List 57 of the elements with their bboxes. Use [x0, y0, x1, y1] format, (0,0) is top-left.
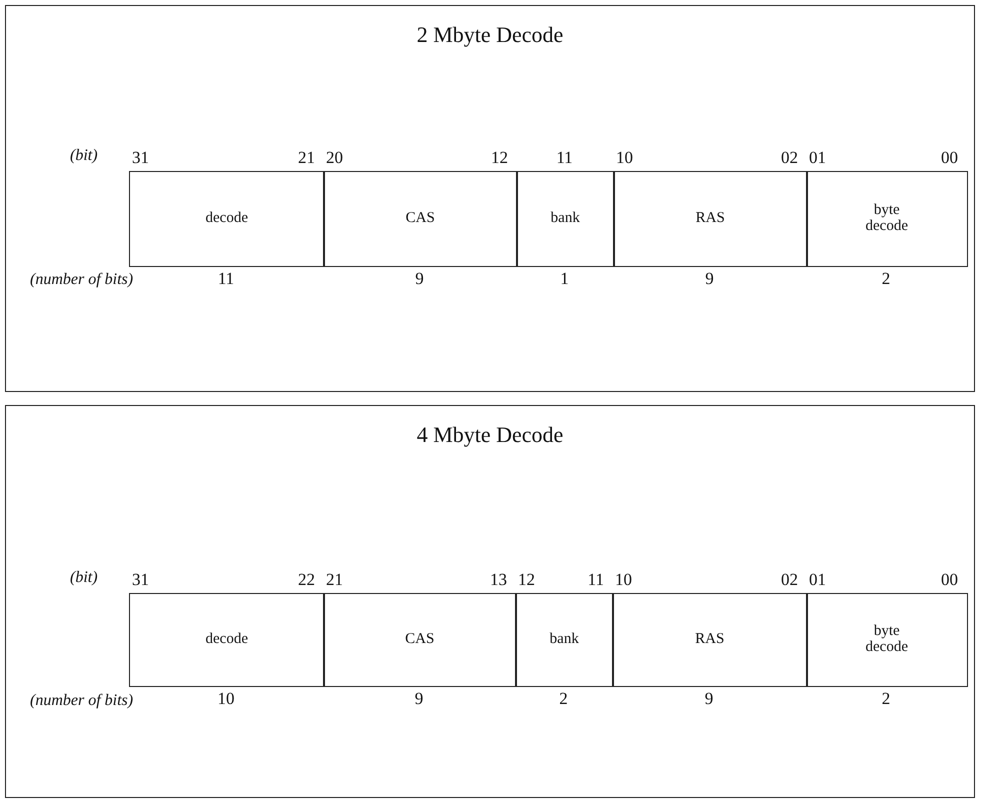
field-name: CAS	[405, 632, 434, 648]
bit-number: 31	[132, 148, 149, 168]
bit-count: 9	[705, 269, 714, 289]
bit-field-box	[515, 593, 614, 687]
bit-count: 2	[882, 269, 890, 289]
bit-number: 01	[809, 570, 826, 590]
bit-count: 10	[218, 689, 234, 709]
diagram-panel	[5, 405, 975, 798]
bit-number: 13	[490, 570, 507, 590]
bit-count: 9	[415, 269, 424, 289]
row-caption: (bit)	[70, 147, 98, 165]
panel-title: 2 Mbyte Decode	[416, 22, 564, 48]
field-name: byte decode	[864, 624, 909, 656]
row-caption: (number of bits)	[30, 271, 134, 289]
bit-field-box	[613, 171, 808, 267]
panel-title: 4 Mbyte Decode	[416, 422, 564, 448]
bit-count: 9	[704, 689, 714, 709]
bit-number: 11	[588, 570, 604, 590]
bit-number: 02	[781, 570, 798, 590]
bit-count: 1	[560, 269, 569, 289]
field-name: bank	[550, 632, 579, 648]
bit-count: 9	[414, 689, 424, 709]
field-name: RAS	[696, 211, 725, 227]
field-name: byte decode	[864, 203, 909, 235]
bit-field-box	[129, 171, 324, 267]
bit-number: 00	[941, 148, 958, 168]
bit-field-box	[516, 171, 614, 267]
bit-count: 11	[218, 269, 234, 289]
bit-count: 2	[559, 689, 568, 709]
field-name: CAS	[406, 211, 435, 227]
field-name: bank	[550, 211, 580, 227]
bit-field-box	[323, 593, 516, 687]
diagram-panel	[5, 5, 975, 392]
bit-number: 12	[518, 570, 535, 590]
bit-number: 22	[298, 570, 315, 590]
field-name: decode	[206, 632, 248, 648]
bit-number: 21	[326, 570, 343, 590]
bit-number: 00	[941, 570, 958, 590]
bit-number: 21	[298, 148, 315, 168]
bit-number: 02	[781, 148, 798, 168]
bit-field-box	[806, 171, 968, 267]
bit-number: 10	[616, 148, 633, 168]
bit-field-box	[323, 171, 518, 267]
bit-number: 01	[809, 148, 826, 168]
bit-number: 12	[491, 148, 508, 168]
field-name: RAS	[695, 632, 724, 648]
bit-number: 20	[326, 148, 343, 168]
bit-count: 2	[882, 689, 890, 709]
bit-number: 10	[615, 570, 632, 590]
bit-field-box	[129, 593, 324, 687]
row-caption: (number of bits)	[30, 692, 134, 710]
bit-field-box	[806, 593, 968, 687]
row-caption: (bit)	[70, 569, 98, 587]
bit-number: 11	[556, 148, 573, 168]
field-name: decode	[206, 211, 248, 227]
bit-number: 31	[132, 570, 149, 590]
bit-field-box	[612, 593, 808, 687]
